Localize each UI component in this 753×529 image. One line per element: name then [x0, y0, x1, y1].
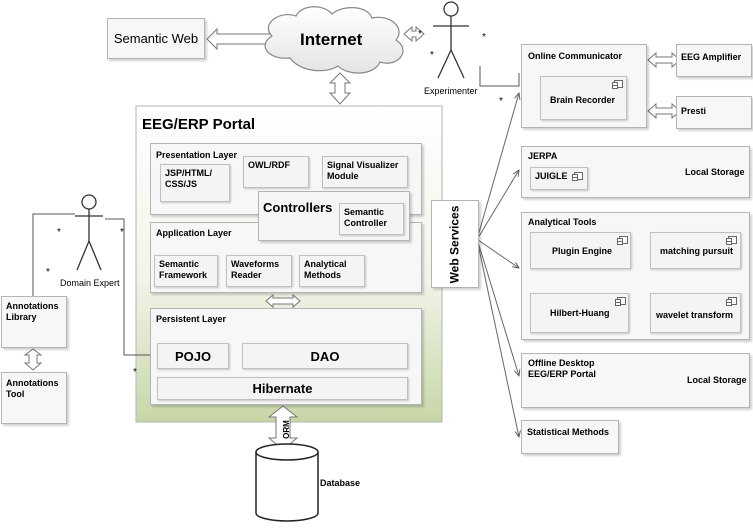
mult-exp-3: *: [482, 32, 486, 43]
hilbert-huang-box: [530, 293, 629, 333]
component-icon: [617, 236, 628, 245]
ws-jerpa-arrow: [477, 170, 519, 239]
waveforms-reader-box: Waveforms Reader: [226, 255, 292, 287]
ws-statistical-arrow: [477, 243, 519, 437]
expert-pojo-link: [105, 218, 156, 356]
internet-portal-arrow: [328, 72, 352, 105]
database-cylinder: [255, 443, 319, 522]
experimenter-online-link: [479, 66, 520, 87]
eeg-amplifier-box: [676, 44, 752, 77]
domain-expert-figure: [75, 194, 103, 271]
plugin-engine-label: Plugin Engine: [552, 246, 612, 256]
experimenter-figure: [433, 1, 469, 79]
juigle-box: JUIGLE: [530, 167, 588, 190]
internet-cloud: [264, 6, 404, 74]
database-label: Database: [320, 478, 361, 488]
annotations-tool-label: Annotations Tool: [6, 378, 59, 399]
component-icon: [572, 172, 583, 181]
semantic-web-box: Semantic Web: [107, 18, 205, 59]
analytical-methods-box: Analytical Methods: [299, 255, 365, 287]
wavelet-transform-box: [650, 293, 741, 333]
web-services-label: Web Services: [447, 205, 462, 284]
brain-recorder-label: Brain Recorder: [550, 95, 616, 105]
ws-online-arrow: [477, 93, 519, 237]
online-communicator-title: Online Communicator: [528, 51, 623, 61]
semantic-framework-box: Semantic Framework: [154, 255, 218, 287]
offline-title: Offline Desktop EEG/ERP Portal: [528, 358, 596, 379]
internet-label: Internet: [300, 30, 363, 49]
dao-box: DAO: [242, 343, 408, 369]
matching-pursuit-label: matching pursuit: [660, 246, 734, 256]
mult-exp-4: *: [499, 96, 503, 107]
offline-portal-box: [521, 353, 750, 408]
ws-offline-arrow: [477, 241, 519, 376]
matching-pursuit-box: [650, 232, 741, 269]
mult-de-4: *: [133, 367, 137, 378]
annotations-library-box: [1, 296, 67, 348]
annotations-library-label: Annotations Library: [6, 301, 59, 322]
experimenter-label: Experimenter: [424, 86, 478, 96]
plugin-engine-box: [530, 232, 631, 269]
domain-expert-label: Domain Expert: [60, 278, 120, 288]
orm-label: ORM: [281, 420, 291, 439]
application-title: Application Layer: [156, 228, 232, 238]
owl-box: OWL/RDF: [243, 156, 309, 188]
statistical-methods-label: Statistical Methods: [527, 427, 610, 437]
eeg-amplifier-label: EEG Amplifier: [681, 52, 742, 62]
layer-link-arrow: [265, 293, 301, 309]
annotations-tool-box: [1, 372, 67, 424]
presentation-title: Presentation Layer: [156, 150, 238, 160]
presti-box: [676, 96, 752, 129]
mult-exp-1: *: [418, 29, 422, 40]
persistent-title: Persistent Layer: [156, 314, 227, 324]
web-services-box: [431, 200, 479, 288]
annotations-link-arrow: [23, 348, 43, 371]
signal-viz-box: Signal Visualizer Module: [322, 156, 408, 188]
component-icon: [612, 80, 623, 89]
analytical-tools-title: Analytical Tools: [528, 217, 597, 227]
expert-annotations-link: [32, 213, 75, 296]
pojo-box: POJO: [157, 343, 229, 369]
mult-de-1: *: [57, 227, 61, 238]
jerpa-storage-label: Local Storage: [685, 167, 745, 177]
component-icon: [726, 236, 737, 245]
wavelet-transform-label: wavelet transform: [656, 310, 734, 320]
semantic-controller-box: Semantic Controller: [339, 203, 404, 235]
component-icon: [726, 297, 737, 306]
controllers-label: Controllers: [263, 200, 333, 215]
component-icon: [615, 297, 626, 306]
hibernate-box: Hibernate: [157, 377, 408, 400]
mult-de-2: *: [120, 227, 124, 238]
statistical-methods-box: [521, 420, 619, 454]
ws-analytical-arrow: [477, 239, 519, 268]
presti-label: Presti: [681, 106, 707, 116]
portal-title: EEG/ERP Portal: [142, 116, 256, 133]
hilbert-huang-label: Hilbert-Huang: [550, 308, 610, 318]
mult-exp-2: *: [430, 50, 434, 61]
jsp-box: JSP/HTML/ CSS/JS: [160, 164, 230, 202]
jerpa-title: JERPA: [528, 151, 558, 161]
mult-de-3: *: [46, 267, 50, 278]
offline-storage-label: Local Storage: [687, 375, 747, 385]
experimenter-internet-arrow: [403, 25, 425, 43]
